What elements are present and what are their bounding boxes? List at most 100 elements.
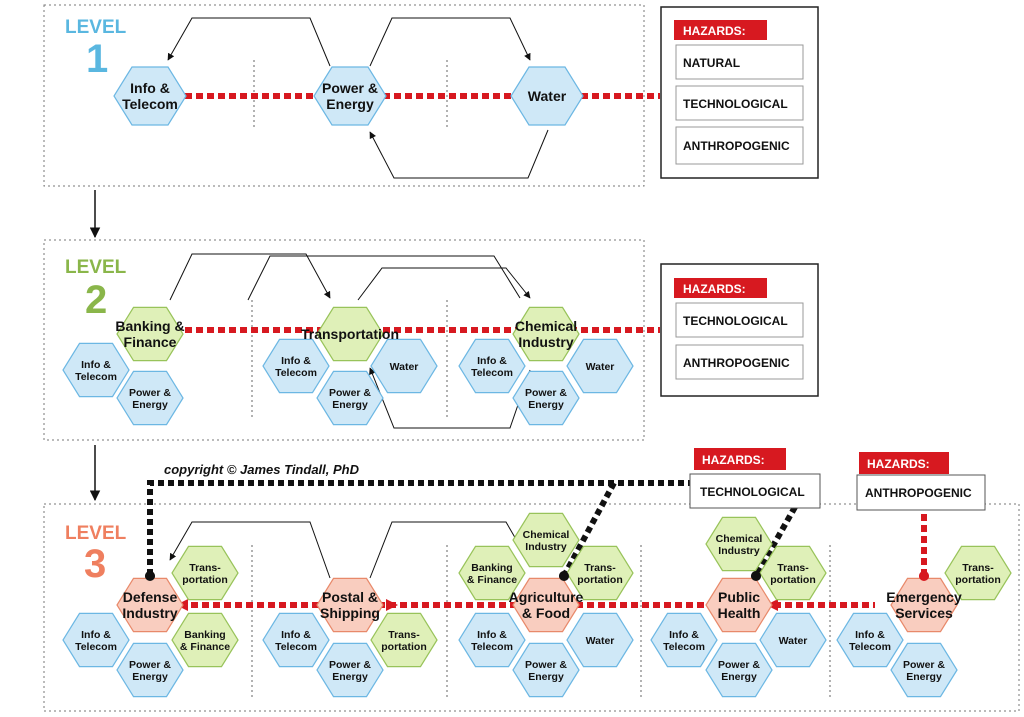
hex-shape	[62, 612, 130, 668]
level-2-number: 2	[85, 278, 107, 322]
hex-shape	[116, 642, 184, 698]
hex-label: Agriculture& Food	[509, 589, 584, 621]
hex-label: Power &Energy	[718, 659, 760, 683]
dep-trans-portation: Trans-portation	[171, 545, 239, 601]
hex-label: Info &Telecom	[471, 355, 513, 379]
hazards-title: HAZARDS:	[702, 453, 765, 467]
hex-shape	[759, 612, 827, 668]
hex-label: Info &Telecom	[75, 629, 117, 653]
hex-shape	[512, 370, 580, 426]
dep-power-energy: Power &Energy	[316, 370, 384, 426]
hex-shape	[836, 612, 904, 668]
hex-label: Info &Telecom	[75, 359, 117, 383]
node-transportation: Transportation	[301, 306, 399, 362]
dep-power-energy: Power &Energy	[316, 642, 384, 698]
hex-shape	[510, 66, 584, 126]
hazard-anthropogenic: ANTHROPOGENIC	[865, 486, 972, 500]
node-info-telecom: Info &Telecom	[113, 66, 187, 126]
hex-label: Info &Telecom	[663, 629, 705, 653]
hex-shape	[458, 545, 526, 601]
hex-label: Water	[586, 361, 615, 373]
dep-info-telecom: Info &Telecom	[836, 612, 904, 668]
hazard-natural: NATURAL	[683, 56, 740, 70]
level-1-hazards-panel: HAZARDS: NATURAL TECHNOLOGICAL ANTHROPOG…	[660, 6, 819, 179]
dep-water: Water	[370, 338, 438, 394]
level-3-hazards-anthropogenic: HAZARDS: ANTHROPOGENIC	[856, 452, 986, 511]
hex-shape	[316, 370, 384, 426]
hazard-technological: TECHNOLOGICAL	[683, 97, 788, 111]
dep-water: Water	[566, 612, 634, 668]
hex-label: Trans-portation	[381, 629, 427, 653]
dep-water: Water	[566, 338, 634, 394]
link-dot	[559, 571, 569, 581]
dep-info-telecom: Info &Telecom	[262, 612, 330, 668]
hex-label: Info &Telecom	[849, 629, 891, 653]
dep-trans-portation: Trans-portation	[759, 545, 827, 601]
hex-label: Power &Energy	[322, 80, 378, 112]
level-1-box	[43, 4, 645, 187]
hex-shape	[566, 612, 634, 668]
node-banking-finance: Banking &Finance	[115, 306, 185, 362]
hex-shape	[370, 612, 438, 668]
hazards-title: HAZARDS:	[867, 457, 930, 471]
level-2-box	[43, 239, 645, 441]
hex-label: Power &Energy	[525, 387, 567, 411]
hex-label: Power &Energy	[129, 659, 171, 683]
node-postal-shipping: Postal &Shipping	[316, 577, 384, 633]
hex-label: Power &Energy	[329, 387, 371, 411]
node-agriculture-food: Agriculture& Food	[509, 577, 584, 633]
hex-shape	[171, 612, 239, 668]
level-3-word: LEVEL	[65, 523, 127, 544]
copyright-text: copyright © James Tindall, PhD	[164, 462, 360, 477]
dep-trans-portation: Trans-portation	[370, 612, 438, 668]
hex-shape	[566, 338, 634, 394]
hex-label: Postal &Shipping	[320, 589, 380, 621]
hex-shape	[705, 516, 773, 572]
hex-label: Power &Energy	[525, 659, 567, 683]
dep-info-telecom: Info &Telecom	[458, 338, 526, 394]
hex-shape	[458, 338, 526, 394]
hex-label: Water	[528, 88, 567, 104]
hex-label: Trans-portation	[577, 562, 623, 586]
emergency-dot	[919, 571, 929, 581]
hex-shape	[650, 612, 718, 668]
level-1-dependency-arrows	[167, 17, 549, 179]
dep-power-energy: Power &Energy	[890, 642, 958, 698]
dep-power-energy: Power &Energy	[705, 642, 773, 698]
hex-label: Trans-portation	[955, 562, 1001, 586]
dep-info-telecom: Info &Telecom	[62, 342, 130, 398]
hex-shape	[116, 370, 184, 426]
dep-info-telecom: Info &Telecom	[262, 338, 330, 394]
hex-shape	[113, 66, 187, 126]
hex-label: Power &Energy	[129, 387, 171, 411]
hex-label: Info &Telecom	[275, 629, 317, 653]
dep-water: Water	[759, 612, 827, 668]
hazards-title: HAZARDS:	[683, 282, 746, 296]
black-dashed-links	[147, 480, 798, 578]
level-1-word: LEVEL	[65, 17, 127, 38]
hazard-technological: TECHNOLOGICAL	[683, 314, 788, 328]
hazard-anthropogenic: ANTHROPOGENIC	[683, 356, 790, 370]
hex-shape	[890, 577, 958, 633]
node-water: Water	[510, 66, 584, 126]
hex-shape	[116, 306, 184, 362]
hex-label: Banking& Finance	[467, 562, 517, 586]
hex-label: Info &Telecom	[471, 629, 513, 653]
hex-shape	[316, 306, 384, 362]
level-2-hazards-panel: HAZARDS: TECHNOLOGICAL ANTHROPOGENIC	[660, 263, 819, 397]
hex-shape	[262, 338, 330, 394]
hazards-title: HAZARDS:	[683, 24, 746, 38]
hex-shape	[116, 577, 184, 633]
hex-label: Water	[586, 635, 615, 647]
